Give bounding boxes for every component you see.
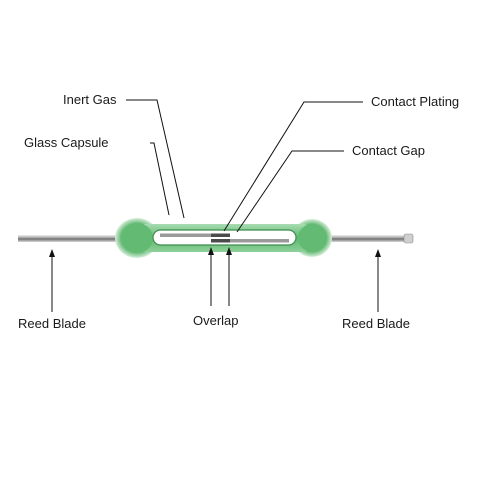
contact-plating-label: Contact Plating [371,94,459,109]
reed-blade-right-shape [318,233,414,244]
inert-gas-label: Inert Gas [63,92,117,107]
contact-gap-label: Contact Gap [352,143,425,158]
contact-plating-leader [223,101,363,232]
reed-blade-right-arrow [375,249,381,312]
reed-blade-left-arrow [49,249,55,312]
inner-blades [160,233,289,243]
inert-gas-chamber [152,229,297,246]
reed-blade-right-label: Reed Blade [342,316,410,331]
overlap-arrows [208,247,232,306]
reed-blade-left-shape [18,235,138,242]
contact-gap-leader [236,150,344,233]
glass-capsule-label: Glass Capsule [24,135,109,150]
overlap-label: Overlap [193,313,239,328]
glass-capsule-leader [150,142,170,216]
reed-blade-left-label: Reed Blade [18,316,86,331]
inert-gas-leader [126,99,185,219]
